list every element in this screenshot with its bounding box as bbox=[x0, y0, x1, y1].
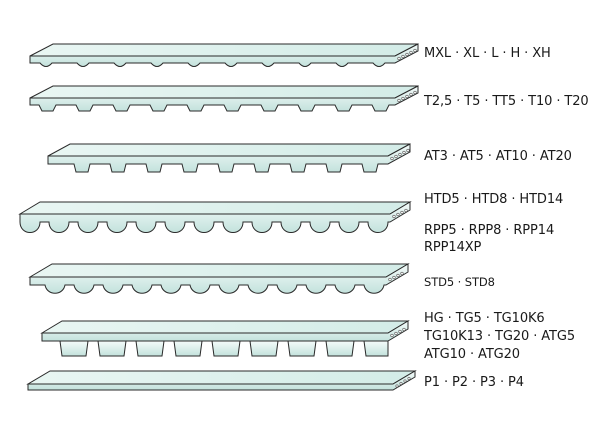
belt-hg-body bbox=[41, 320, 409, 342]
belt-p-body bbox=[27, 370, 416, 391]
label-rpp-line1: RPP5 · RPP8 · RPP14 bbox=[424, 223, 555, 238]
label-htd: HTD5 · HTD8 · HTD14 bbox=[424, 192, 564, 207]
label-hg-line1: HG · TG5 · TG10K6 bbox=[424, 311, 545, 326]
belt-at-body bbox=[47, 143, 411, 173]
belt-t-cords bbox=[397, 90, 417, 103]
belt-htd-top-surface bbox=[18, 201, 412, 215]
belt-htd-cords bbox=[392, 208, 408, 219]
belt-std-body bbox=[29, 263, 409, 294]
belt-mxl-cords bbox=[397, 48, 417, 61]
belt-htd-body bbox=[19, 201, 411, 233]
label-t: T2,5 · T5 · TT5 · T10 · T20 bbox=[424, 94, 589, 109]
belt-std bbox=[28, 263, 410, 294]
belt-at-cords bbox=[390, 148, 410, 161]
belt-t-top-surface bbox=[29, 85, 419, 99]
belt-at bbox=[47, 143, 411, 173]
label-hg-line2: TG10K13 · TG20 · ATG5 bbox=[424, 329, 576, 344]
belt-hg-teeth bbox=[59, 340, 389, 357]
belt-at-top-surface bbox=[47, 143, 411, 157]
belt-std-cords bbox=[388, 271, 404, 282]
belt-t-body bbox=[29, 85, 419, 112]
belt-t bbox=[29, 85, 419, 112]
belt-mxl-body bbox=[29, 43, 419, 67]
label-at: AT3 · AT5 · AT10 · AT20 bbox=[424, 149, 572, 164]
belt-htd bbox=[18, 201, 412, 233]
belt-mxl-top-surface bbox=[29, 43, 419, 57]
belt-p bbox=[26, 370, 417, 391]
belt-std-top-surface bbox=[28, 263, 410, 278]
label-std: STD5 · STD8 bbox=[424, 275, 495, 289]
label-mxl: MXL · XL · L · H · XH bbox=[424, 46, 551, 61]
belt-p-cords bbox=[395, 376, 411, 388]
belt-hg-top-surface bbox=[40, 320, 410, 334]
belt-p-top-surface bbox=[26, 370, 417, 385]
label-rpp-line2: RPP14XP bbox=[424, 240, 482, 255]
belt-hg bbox=[40, 320, 410, 357]
label-p: P1 · P2 · P3 · P4 bbox=[424, 375, 524, 390]
belt-hg-cords bbox=[390, 327, 406, 338]
label-hg-line3: ATG10 · ATG20 bbox=[424, 347, 520, 362]
belt-mxl bbox=[29, 43, 419, 67]
